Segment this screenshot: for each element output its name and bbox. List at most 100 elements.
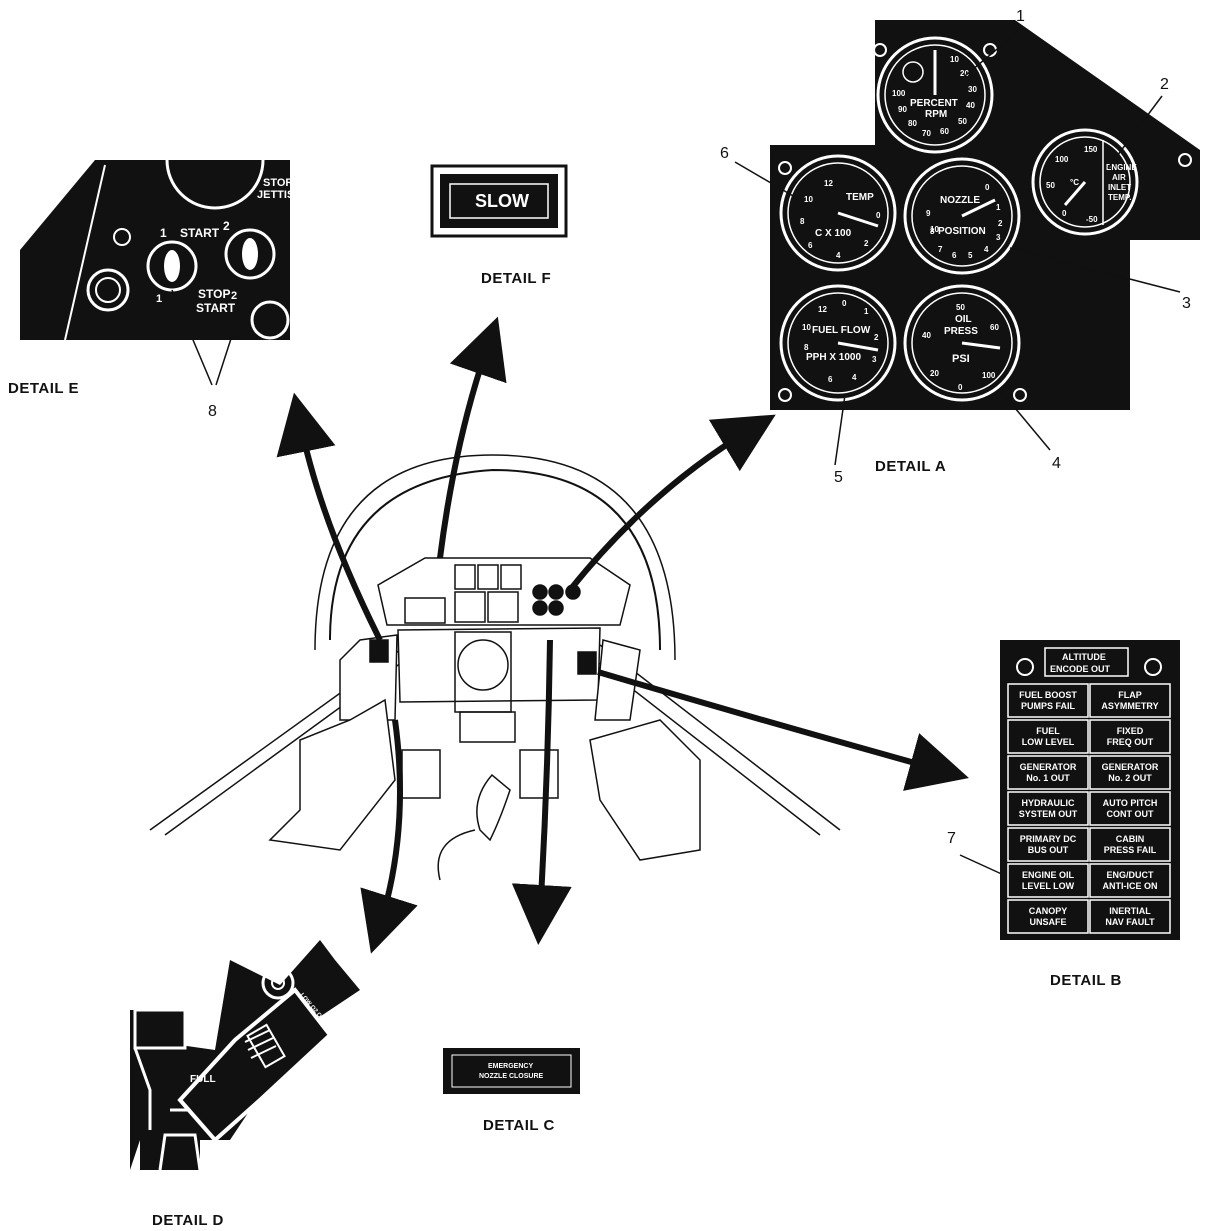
detail-d-caption: DETAIL D — [152, 1212, 224, 1229]
caution-light-label: FUEL — [1036, 726, 1060, 736]
nozzle-tick: 10 — [930, 225, 939, 234]
nozzle-tick: 2 — [998, 219, 1003, 228]
temp-label-1: TEMP — [846, 192, 874, 203]
air-label-4: TEMP. — [1108, 193, 1131, 202]
fuel-label-2: PPH X 1000 — [806, 352, 861, 363]
temp-tick: 8 — [800, 217, 805, 226]
oil-tick: 50 — [956, 303, 965, 312]
caution-light-label: NAV FAULT — [1105, 917, 1155, 927]
switch-2-label: 2 — [223, 219, 230, 233]
rpm-label-1: PERCENT — [910, 98, 958, 109]
air-tick: 50 — [1046, 181, 1055, 190]
detail-f-slow-light: SLOW — [432, 166, 566, 236]
detail-d-throttle: FULL LOW O2 OVERRIDE — [130, 940, 360, 1170]
temp-label-2: C X 100 — [815, 228, 852, 239]
caution-light-label: BUS OUT — [1028, 845, 1069, 855]
air-label-3: INLET — [1108, 183, 1131, 192]
air-tick: 100 — [1055, 155, 1069, 164]
callout-2: 2 — [1160, 76, 1169, 94]
detail-e-panel: STORES JETTISON 1 START 2 STOP START 1 2 — [20, 112, 311, 340]
nozzle-tick: 5 — [968, 251, 973, 260]
temp-tick: 2 — [864, 239, 869, 248]
nozzle-label-2: POSITION — [938, 226, 986, 237]
caution-light-label: FREQ OUT — [1107, 737, 1154, 747]
caution-light-label: LOW LEVEL — [1022, 737, 1075, 747]
rpm-tick: 80 — [908, 119, 917, 128]
detail-f-caption: DETAIL F — [481, 270, 551, 287]
temp-tick: 4 — [836, 251, 841, 260]
callout-7-leader — [960, 855, 1006, 876]
fuel-tick: 3 — [872, 355, 877, 364]
oil-tick: 100 — [982, 371, 996, 380]
caution-light-label: FUEL BOOST — [1019, 690, 1077, 700]
oil-tick: 0 — [958, 383, 963, 392]
main-instrument-panel — [398, 628, 600, 702]
caution-light-label: ENG/DUCT — [1107, 870, 1155, 880]
nozzle-tick: 6 — [952, 251, 957, 260]
detail-a-caption: DETAIL A — [875, 458, 946, 475]
air-tick: 150 — [1084, 145, 1098, 154]
caution-light-label: ANTI-ICE ON — [1103, 881, 1158, 891]
callout-1: 1 — [1016, 8, 1025, 26]
cockpit-overview — [150, 455, 840, 880]
detail-b-caution-panel: ALTITUDE ENCODE OUT FUEL BOOSTPUMPS FAIL… — [1000, 640, 1180, 940]
fuel-tick: 12 — [818, 305, 827, 314]
caution-light-label: No. 2 OUT — [1108, 773, 1152, 783]
callout-6: 6 — [720, 145, 729, 163]
oil-tick: 40 — [922, 331, 931, 340]
caution-light-label: SYSTEM OUT — [1019, 809, 1078, 819]
nozzle-closure-label: NOZZLE CLOSURE — [479, 1073, 543, 1080]
nozzle-tick: 7 — [938, 245, 943, 254]
oil-label-1: OIL — [955, 314, 972, 325]
detail-c-caption: DETAIL C — [483, 1117, 555, 1134]
air-tick: 0 — [1062, 209, 1067, 218]
fuel-tick: 2 — [874, 333, 879, 342]
caution-light-label: PUMPS FAIL — [1021, 701, 1076, 711]
rpm-tick: 100 — [892, 89, 906, 98]
caution-light-label: CABIN — [1116, 834, 1145, 844]
temp-tick: 12 — [824, 179, 833, 188]
oil-tick: 20 — [930, 369, 939, 378]
caution-light-label: UNSAFE — [1029, 917, 1066, 927]
rpm-tick: 70 — [922, 129, 931, 138]
caution-light-label: INERTIAL — [1109, 906, 1151, 916]
rpm-tick: 60 — [940, 127, 949, 136]
temp-tick: 6 — [808, 241, 813, 250]
callout-7: 7 — [947, 830, 956, 848]
fuel-label-1: FUEL FLOW — [812, 325, 871, 336]
emergency-label: EMERGENCY — [488, 1063, 533, 1070]
rpm-label-2: RPM — [925, 109, 947, 120]
start-label: START — [180, 226, 220, 240]
switch-1-label: 1 — [160, 226, 167, 240]
callout-3: 3 — [1182, 295, 1191, 313]
fuel-tick: 8 — [804, 343, 809, 352]
switch-1-bottom-label: 1 — [156, 293, 162, 305]
nozzle-label-1: NOZZLE — [940, 195, 980, 206]
nozzle-tick: 3 — [996, 233, 1001, 242]
nozzle-tick: 4 — [984, 245, 989, 254]
callout-8: 8 — [208, 403, 217, 421]
caution-light-label: CONT OUT — [1107, 809, 1154, 819]
temp-tick: 0 — [876, 211, 881, 220]
start2-label: START — [196, 301, 236, 315]
fuel-tick: 1 — [864, 307, 869, 316]
caution-light-label: AUTO PITCH — [1103, 798, 1158, 808]
right-side-console — [590, 720, 700, 860]
caution-light-label: LEVEL LOW — [1022, 881, 1075, 891]
caution-light-label: CANOPY — [1029, 906, 1068, 916]
detail-c-emergency-light: EMERGENCY NOZZLE CLOSURE — [443, 1048, 580, 1094]
toggle-lever-1 — [164, 250, 180, 282]
rpm-tick: 40 — [966, 101, 975, 110]
caution-light-label: FIXED — [1117, 726, 1144, 736]
oil-label-3: PSI — [952, 353, 970, 365]
oil-tick: 60 — [990, 323, 999, 332]
caution-light-label: GENERATOR — [1020, 762, 1077, 772]
stop-label: STOP — [198, 287, 230, 301]
fuel-tick: 4 — [852, 373, 857, 382]
nozzle-tick: 0 — [985, 183, 990, 192]
fuel-tick: 6 — [828, 375, 833, 384]
caution-light-label: GENERATOR — [1102, 762, 1159, 772]
left-side-console — [270, 700, 395, 850]
caution-light-label: ASYMMETRY — [1101, 701, 1158, 711]
